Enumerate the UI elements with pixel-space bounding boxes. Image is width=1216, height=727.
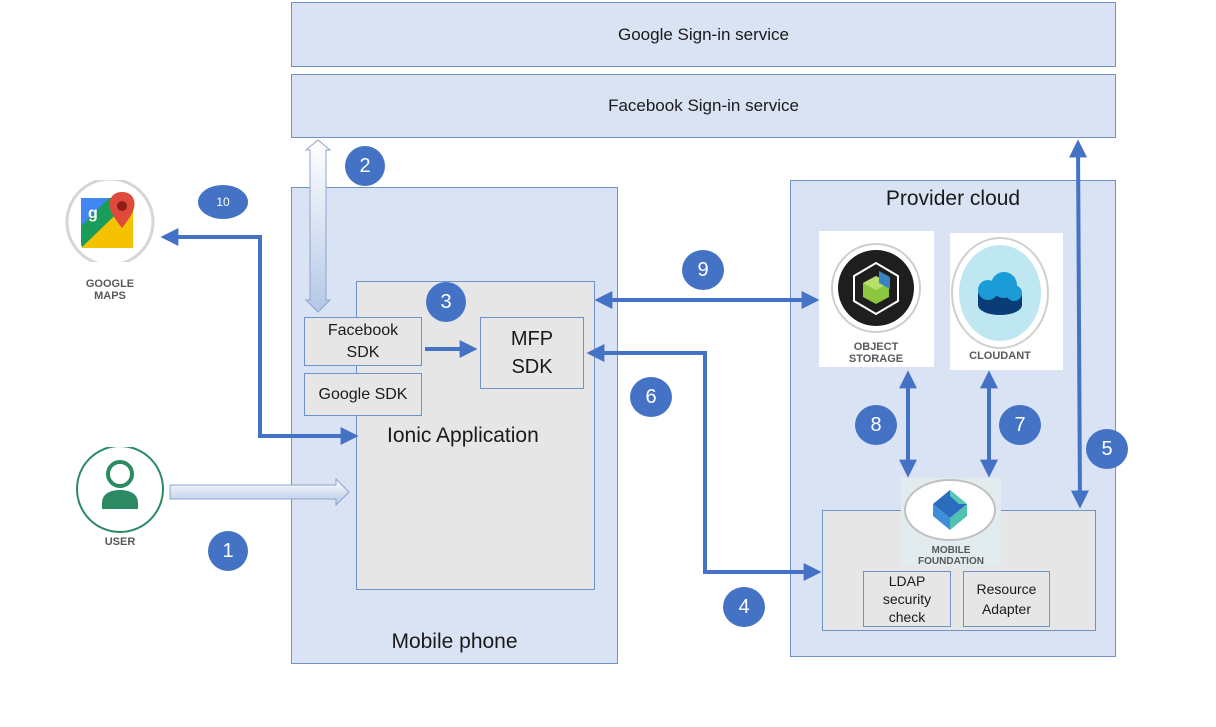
step-badge-1: 1 bbox=[208, 531, 248, 571]
user-icon bbox=[76, 445, 164, 533]
step-number: 5 bbox=[1101, 437, 1113, 460]
arrow-4-6 bbox=[586, 344, 822, 581]
facebook-signin-service: Facebook Sign-in service bbox=[291, 74, 1116, 138]
step-number: 9 bbox=[697, 258, 709, 281]
step-number: 10 bbox=[216, 195, 230, 209]
step-badge-5: 5 bbox=[1086, 429, 1128, 469]
step-badge-7: 7 bbox=[999, 405, 1041, 445]
step-number: 8 bbox=[870, 413, 882, 436]
mobile-foundation-icon bbox=[904, 479, 996, 541]
cloudant-tile: CLOUDANT bbox=[950, 233, 1063, 370]
mfp-sdk-label: MFP SDK bbox=[510, 328, 554, 378]
provider-cloud-label: Provider cloud bbox=[885, 187, 1021, 210]
object-storage-icon bbox=[831, 243, 921, 333]
step-badge-2: 2 bbox=[345, 146, 385, 186]
step-badge-6: 6 bbox=[630, 377, 672, 417]
object-storage-tile: OBJECT STORAGE bbox=[819, 231, 934, 367]
user-actor bbox=[74, 445, 166, 537]
resource-adapter-label: Resource Adapter bbox=[976, 581, 1037, 617]
step-badge-9: 9 bbox=[682, 250, 724, 290]
arrow-2 bbox=[304, 139, 332, 313]
arrow-10 bbox=[160, 228, 359, 445]
cloudant-label: CLOUDANT bbox=[969, 350, 1031, 362]
svg-text:g: g bbox=[88, 205, 98, 222]
ionic-application-label: Ionic Application bbox=[387, 424, 539, 447]
step-badge-8: 8 bbox=[855, 405, 897, 445]
facebook-signin-label: Facebook Sign-in service bbox=[608, 96, 799, 115]
google-maps-label: GOOGLE MAPS bbox=[85, 278, 135, 302]
step-badge-10: 10 bbox=[198, 185, 248, 219]
resource-adapter-box: Resource Adapter bbox=[963, 571, 1050, 627]
mobile-phone-label: Mobile phone bbox=[391, 630, 518, 653]
mfp-sdk-box: MFP SDK bbox=[480, 317, 584, 389]
step-number: 3 bbox=[440, 290, 452, 313]
step-number: 1 bbox=[222, 539, 234, 562]
step-badge-3: 3 bbox=[426, 282, 466, 322]
ldap-security-check-label: LDAP security check bbox=[882, 573, 932, 625]
step-number: 6 bbox=[645, 385, 657, 408]
cloudant-icon bbox=[951, 237, 1049, 349]
step-number: 7 bbox=[1014, 413, 1026, 436]
user-label: USER bbox=[104, 536, 136, 548]
google-signin-service: Google Sign-in service bbox=[291, 2, 1116, 67]
arrow-5 bbox=[1069, 139, 1089, 509]
step-badge-4: 4 bbox=[723, 587, 765, 627]
google-signin-label: Google Sign-in service bbox=[617, 24, 790, 44]
step-number: 4 bbox=[738, 595, 750, 618]
ldap-security-check-box: LDAP security check bbox=[863, 571, 951, 627]
mobile-foundation-label: MOBILE FOUNDATION bbox=[918, 545, 984, 567]
arrow-1 bbox=[169, 477, 350, 507]
mobile-foundation-tile: MOBILE FOUNDATION bbox=[901, 478, 1001, 567]
object-storage-label: OBJECT STORAGE bbox=[848, 341, 904, 365]
step-number: 2 bbox=[359, 154, 371, 177]
